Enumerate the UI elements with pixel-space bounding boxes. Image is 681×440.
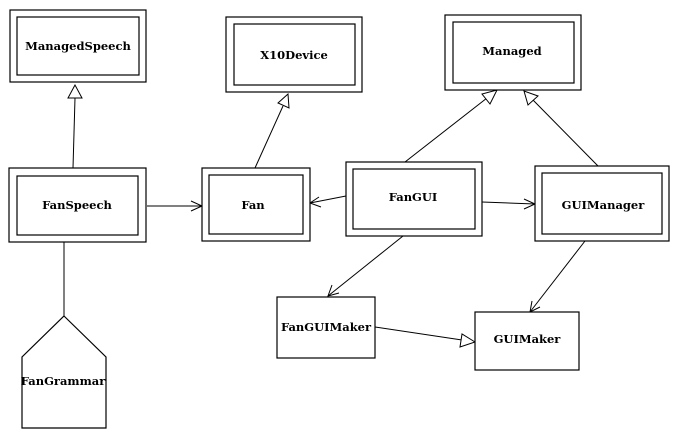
edge-fangui-fan [308,195,347,208]
class-node-managedspeech: ManagedSpeech [9,9,147,83]
inheritance-arrowhead [277,92,290,109]
edge-fangui-managed [404,89,498,163]
house-shape [21,315,107,429]
inheritance-arrowhead [459,333,477,348]
class-node-fan: Fan [201,167,311,242]
edge-fanspeech-managedspeech [67,83,83,169]
class-name-fanguimaker: FanGUIMaker [281,320,372,334]
class-name-fangui: FanGUI [389,190,438,204]
diagram-edges [63,83,599,348]
diagram-nodes: ManagedSpeech X10Device Managed FanSpeec… [8,9,670,429]
edge-fangui-fanguimaker [327,235,404,297]
edge-fangui-guimanager [481,198,537,210]
inheritance-arrowhead [67,83,83,99]
class-node-x10device: X10Device [225,16,363,93]
class-node-fangrammar: FanGrammar [21,315,107,429]
class-node-guimaker: GUIMaker [474,311,580,371]
class-node-guimanager: GUIManager [534,165,670,242]
inheritance-arrowhead [481,89,498,105]
open-arrowhead [327,284,340,297]
class-name-x10device: X10Device [260,48,328,62]
edge-guimanager-managed [523,90,599,167]
class-node-fanguimaker: FanGUIMaker [276,296,376,359]
edge-fan-x10device [254,92,290,169]
class-node-fanspeech: FanSpeech [8,167,147,243]
edge-guimanager-guimaker [529,240,586,313]
class-name-managedspeech: ManagedSpeech [25,39,131,53]
class-name-managed: Managed [482,44,541,58]
class-node-fangui: FanGUI [345,161,483,237]
class-name-guimaker: GUIMaker [494,332,562,346]
class-name-fangrammar: FanGrammar [21,374,106,388]
class-name-fanspeech: FanSpeech [42,198,112,212]
edge-fanguimaker-guimaker [374,326,477,348]
class-node-managed: Managed [444,14,582,91]
edge-fanspeech-fan [147,200,204,212]
class-name-guimanager: GUIManager [562,198,646,212]
inheritance-arrowhead [523,90,539,106]
class-name-fan: Fan [241,198,265,212]
